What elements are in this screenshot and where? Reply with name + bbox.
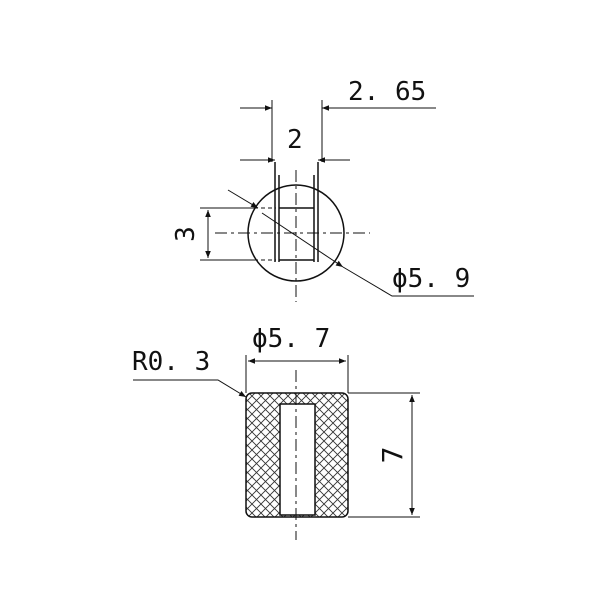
dim-2-label: 2: [287, 125, 303, 155]
dim-57-label: ϕ5. 7: [252, 324, 330, 354]
dim-r03-label: R0. 3: [132, 347, 210, 377]
dim-7-label: 7: [376, 447, 409, 464]
dim-59-tail: [342, 266, 474, 297]
dim-59-leader: [261, 212, 344, 268]
top-view-circle: [247, 184, 345, 282]
side-view: [133, 355, 420, 540]
dim-59-label: ϕ5. 9: [392, 264, 470, 294]
dim-3-label: 3: [171, 226, 201, 242]
top-view: [200, 100, 474, 302]
dim-265-label: 2. 65: [348, 77, 426, 107]
dim-r03-leader: [133, 379, 247, 398]
center-bore: [279, 403, 316, 516]
dim-59-arrow-top: [227, 189, 259, 209]
